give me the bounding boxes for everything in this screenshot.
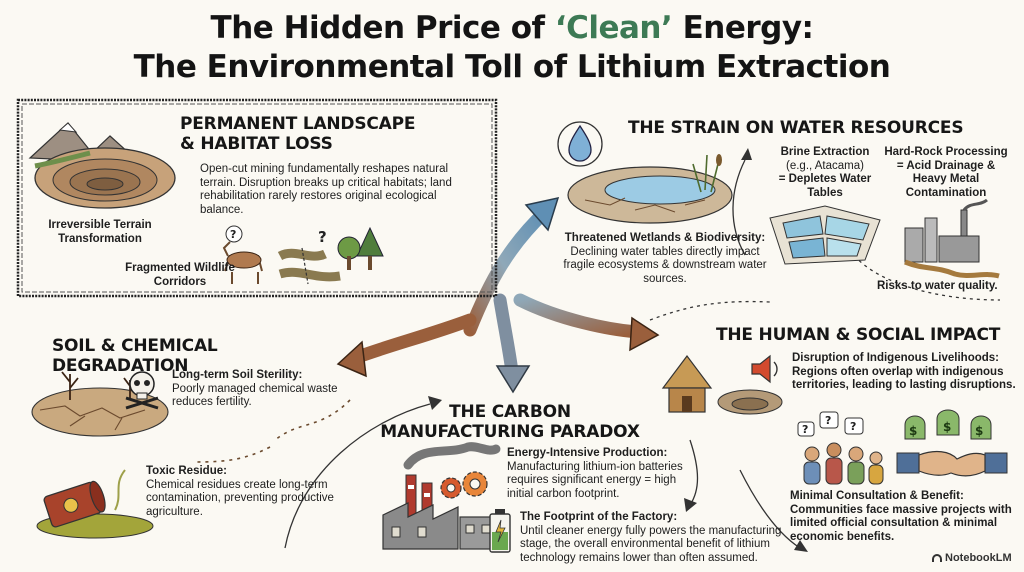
consult-title: Minimal Consultation & Benefit: [790, 490, 964, 502]
toxic-block: Toxic Residue: Chemical residues create … [146, 465, 336, 519]
brine-line-3: = Depletes Water Tables [778, 173, 872, 199]
hardrock-line-2: = Acid Drainage & [896, 159, 996, 172]
carbon-heading: THE CARBON MANUFACTURING PARADOX [380, 402, 640, 442]
indigenous-body: Regions often overlap with indigenous te… [792, 365, 1016, 392]
energy-body: Manufacturing lithium-ion batteries requ… [507, 460, 683, 500]
svg-text:$: $ [909, 424, 917, 438]
indigenous-title: Disruption of Indigenous Livelihoods: [792, 352, 999, 364]
handshake-money-icon: $ $ $ [896, 409, 1008, 477]
landscape-heading-line-2: & HABITAT LOSS [180, 134, 333, 154]
sterility-body: Poorly managed chemical waste reduces fe… [172, 382, 338, 409]
brine-label: Brine Extraction (e.g., Atacama) = Deple… [763, 146, 887, 200]
carbon-heading-line-1: THE CARBON [449, 402, 571, 422]
open-pit-mine-icon [28, 122, 176, 209]
soil-heading: SOIL & CHEMICAL DEGRADATION [52, 336, 218, 376]
svg-text:?: ? [318, 228, 327, 246]
svg-text:?: ? [802, 423, 808, 436]
hardrock-line-4: Contamination [905, 186, 987, 199]
hardrock-line-1: Hard-Rock Processing [884, 146, 1008, 158]
water-heading: THE STRAIN ON WATER RESOURCES [628, 118, 964, 138]
risks-label: Risks to water quality. [877, 280, 998, 292]
factory-block: The Footprint of the Factory: Until clea… [520, 511, 790, 565]
brine-line-1: Brine Extraction [780, 146, 870, 158]
refinery-icon [904, 198, 1000, 279]
hardrock-label: Hard-Rock Processing = Acid Drainage & H… [876, 146, 1016, 200]
hut-icon [661, 355, 783, 415]
wetlands-block: Threatened Wetlands & Biodiversity: Decl… [555, 232, 775, 286]
brand-badge: NotebookLM [932, 552, 1012, 564]
brand-text: NotebookLM [945, 552, 1012, 564]
brine-line-2: (e.g., Atacama) [786, 159, 864, 172]
evaporation-ponds-icon [769, 205, 881, 265]
carbon-heading-line-2: MANUFACTURING PARADOX [380, 422, 640, 442]
page-title-line-2: The Environmental Toll of Lithium Extrac… [133, 49, 891, 85]
megaphone-icon [751, 354, 778, 384]
forest-icon [337, 226, 384, 270]
people-questions-icon: ? ? ? [797, 411, 884, 485]
deer-icon: ? ? [222, 225, 341, 285]
corridors-label: Fragmented Wildlife Corridors [125, 262, 235, 288]
water-drop-icon [557, 121, 603, 167]
landscape-heading: PERMANENT LANDSCAPE & HABITAT LOSS [180, 114, 480, 154]
landscape-heading-line-1: PERMANENT LANDSCAPE [180, 114, 416, 134]
wetlands-body: Declining water tables directly impact f… [563, 245, 767, 285]
factory-title: The Footprint of the Factory: [520, 511, 678, 523]
svg-text:?: ? [850, 420, 856, 433]
notebook-logo-icon [932, 554, 942, 563]
toxic-title: Toxic Residue: [146, 465, 227, 477]
title-text-start: The Hidden Price of [210, 10, 555, 46]
energy-block: Energy-Intensive Production: Manufacturi… [507, 447, 697, 501]
battery-icon [489, 509, 511, 553]
factory-icon [382, 442, 501, 550]
cracked-wetland-icon [567, 154, 733, 224]
consult-body: Communities face massive projects with l… [790, 503, 1012, 543]
energy-title: Energy-Intensive Production: [507, 447, 668, 459]
sterility-block: Long-term Soil Sterility: Poorly managed… [172, 369, 352, 410]
svg-text:?: ? [825, 414, 831, 427]
terrain-label: Irreversible Terrain Transformation [48, 219, 152, 245]
title-accent-word: ‘Clean’ [554, 10, 673, 46]
factory-body: Until cleaner energy fully powers the ma… [520, 524, 782, 564]
landscape-body: Open-cut mining fundamentally reshapes n… [200, 163, 452, 216]
toxic-barrel-icon [36, 469, 154, 539]
title-text-end: Energy: [672, 10, 814, 46]
hardrock-line-3: Heavy Metal [912, 173, 980, 185]
sterility-title: Long-term Soil Sterility: [172, 369, 303, 381]
page-title-line-1: The Hidden Price of ‘Clean’ Energy: [0, 10, 1024, 46]
svg-text:$: $ [975, 424, 983, 438]
svg-text:$: $ [943, 420, 951, 434]
toxic-body: Chemical residues create long-term conta… [146, 478, 334, 518]
consult-block: Minimal Consultation & Benefit: Communit… [790, 490, 1015, 544]
svg-text:?: ? [230, 228, 236, 241]
skull-crossbones-icon [125, 371, 159, 410]
gears-icon [440, 471, 488, 499]
landscape-frame [16, 98, 498, 298]
indigenous-block: Disruption of Indigenous Livelihoods: Re… [792, 352, 1017, 393]
wetlands-title: Threatened Wetlands & Biodiversity: [564, 232, 766, 244]
human-heading: THE HUMAN & SOCIAL IMPACT [716, 325, 1001, 345]
